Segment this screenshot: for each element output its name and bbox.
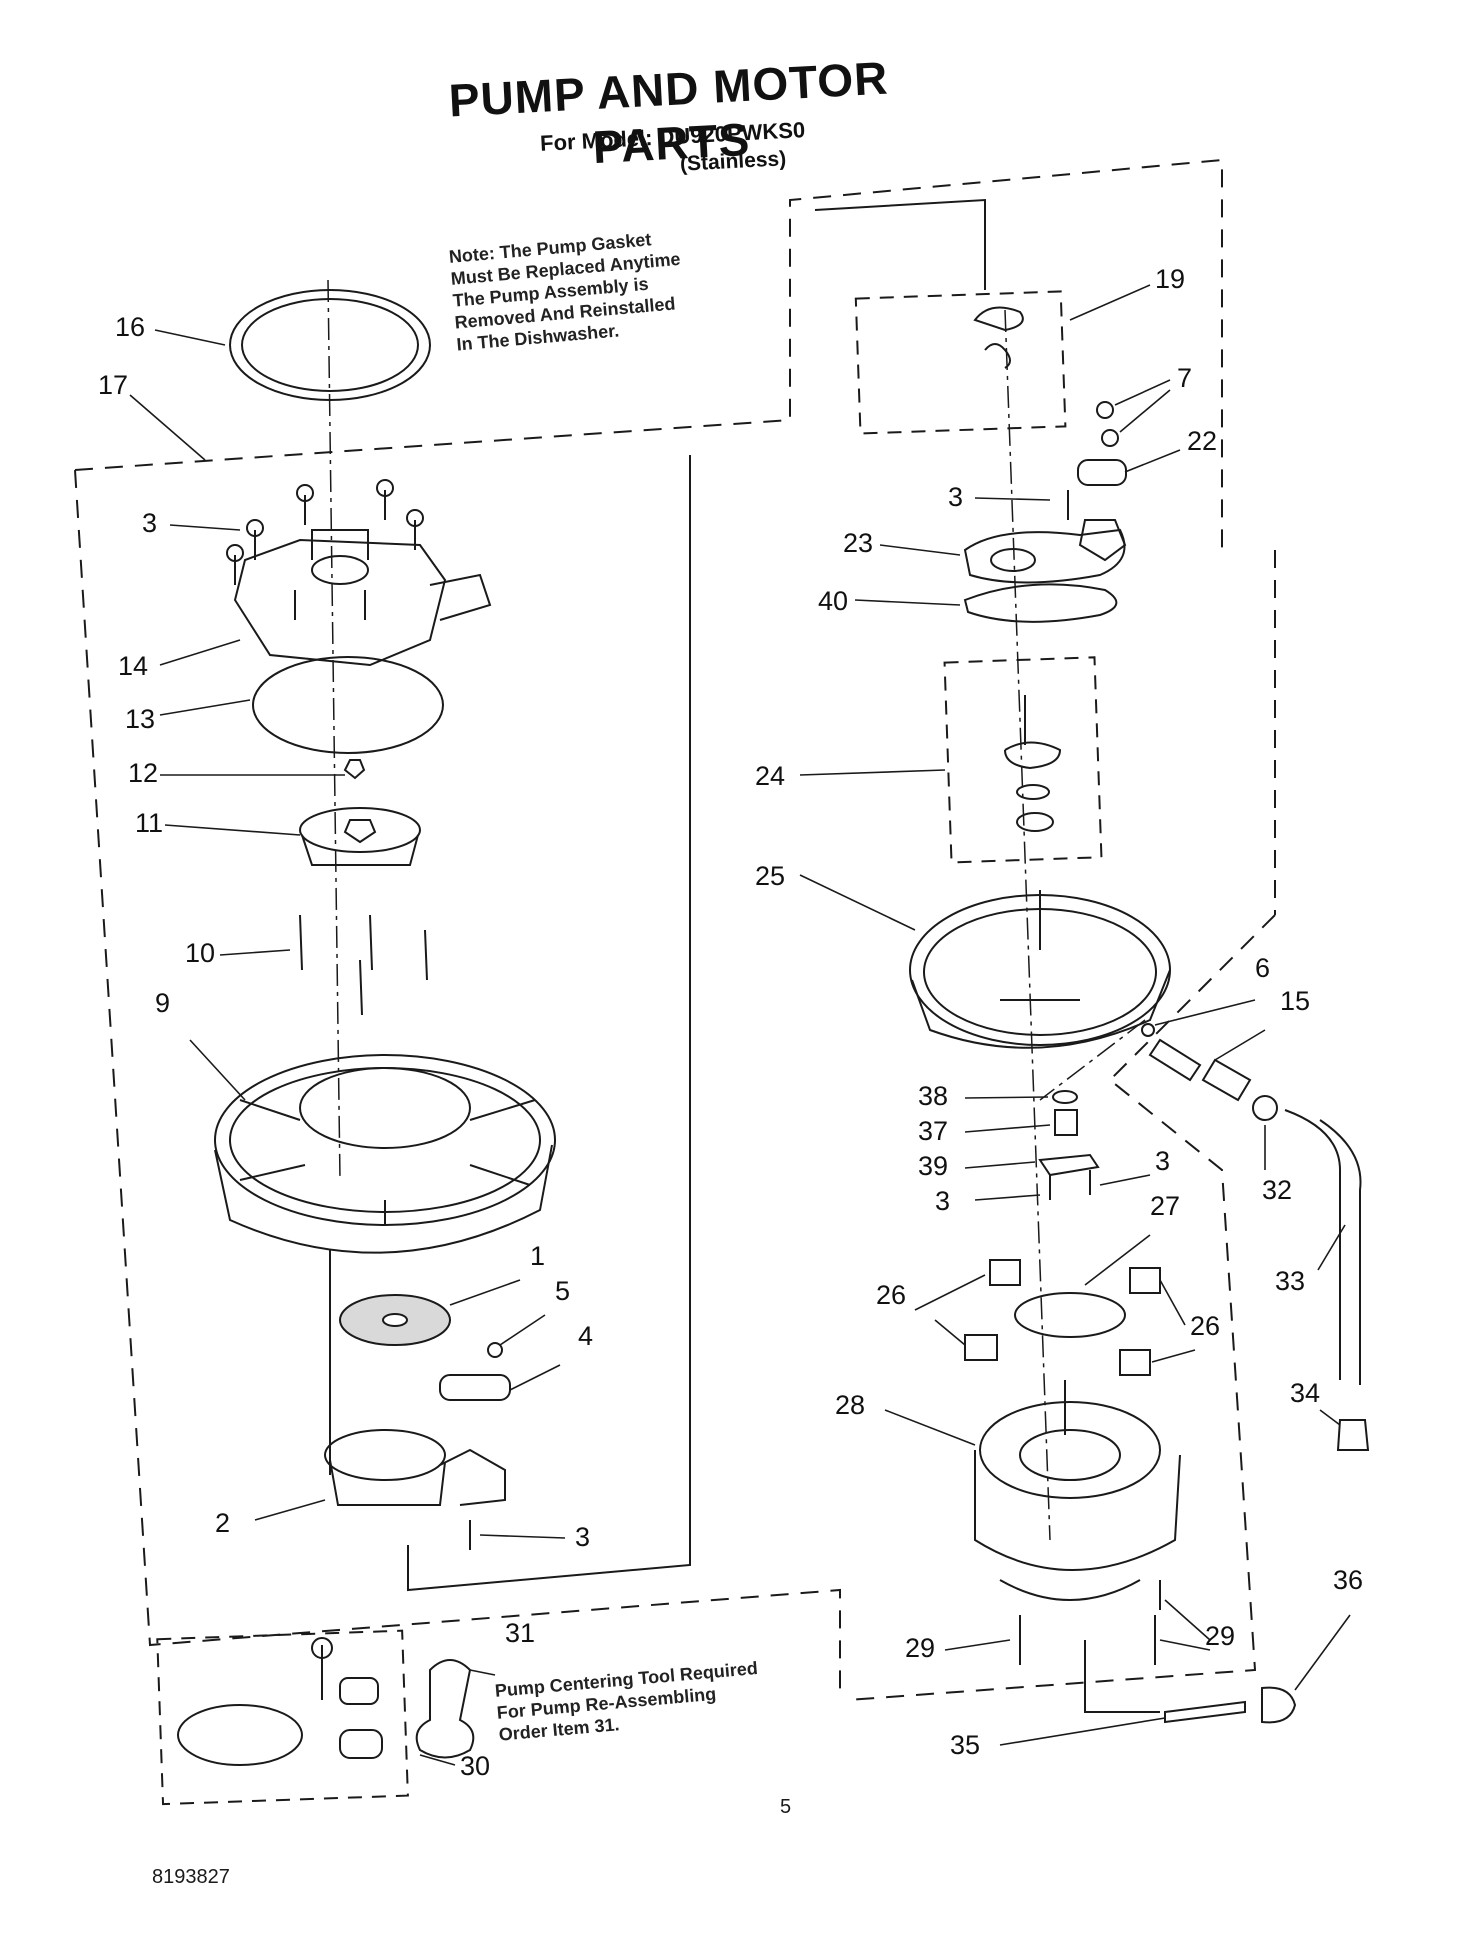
callout-11: 11 [135, 808, 164, 838]
part-38-o-ring [1052, 1090, 1078, 1104]
part-24-seal-kit [1004, 695, 1062, 770]
part-31-tool [415, 1659, 475, 1759]
callout-17: 17 [98, 370, 129, 400]
left-assembly-boundary [74, 158, 1223, 1700]
callout-12: 12 [128, 758, 159, 788]
part-14-pump-cover [233, 538, 447, 667]
part-27-slinger [1014, 1292, 1126, 1338]
right-lower-boundary [847, 914, 1276, 1701]
callout-26: 26 [876, 1280, 907, 1310]
callout-30: 30 [460, 1751, 491, 1781]
callout-35: 35 [950, 1730, 981, 1760]
part-4-gasket [439, 1374, 511, 1401]
part-30-ring [177, 1704, 303, 1766]
part-15-connector [1148, 1038, 1202, 1082]
callout-31: 31 [505, 1618, 536, 1648]
callout-2: 2 [215, 1508, 231, 1538]
kit-30-boundary [156, 1629, 409, 1806]
callout-23: 23 [843, 528, 874, 558]
callout-39: 39 [918, 1151, 949, 1181]
axis-line [1004, 309, 1051, 1541]
connector-line [407, 455, 691, 1592]
axis-line [327, 279, 341, 1181]
callout-5: 5 [555, 1276, 571, 1306]
callout-7: 7 [1177, 363, 1193, 393]
connector-line [1084, 1640, 1160, 1713]
callout-26b: 26 [1190, 1311, 1221, 1341]
part-22-gasket [1077, 459, 1127, 486]
callout-14: 14 [118, 651, 149, 681]
callout-3c: 3 [948, 482, 964, 512]
part-39-plate [1038, 1153, 1100, 1177]
part-36-knob [1261, 1686, 1297, 1724]
callout-4: 4 [578, 1321, 594, 1351]
part-23-plate [963, 528, 1126, 584]
kit-19-boundary [854, 290, 1067, 435]
callout-15: 15 [1280, 986, 1311, 1016]
callout-40: 40 [818, 586, 849, 616]
part-2-housing [324, 1429, 446, 1481]
axis-line [1039, 1019, 1146, 1101]
part-5-ball [487, 1342, 503, 1358]
part-40-gasket [963, 583, 1118, 623]
part-6-o-ring [1141, 1023, 1155, 1037]
callout-16: 16 [115, 312, 146, 342]
callout-32: 32 [1262, 1175, 1293, 1205]
callout-22: 22 [1187, 426, 1218, 456]
part-37-bushing [1054, 1109, 1078, 1136]
document-number: 8193827 [152, 1866, 230, 1888]
part-35-sensor [1164, 1700, 1246, 1724]
page-number: 5 [780, 1796, 792, 1818]
callout-3b: 3 [575, 1522, 591, 1552]
part-9-housing [214, 1054, 556, 1226]
kit-24-boundary [943, 656, 1103, 864]
leader-arrows [129, 284, 1351, 1766]
callout-1: 1 [530, 1241, 546, 1271]
part-10-screws [299, 914, 428, 1016]
part-7-ball [1096, 401, 1114, 419]
callout-28: 28 [835, 1390, 866, 1420]
callout-3e: 3 [935, 1186, 951, 1216]
part-32-clamp [1252, 1095, 1278, 1121]
callout-13: 13 [125, 704, 156, 734]
callout-29b: 29 [1205, 1621, 1236, 1651]
callout-27: 27 [1150, 1191, 1181, 1221]
callout-29: 29 [905, 1633, 936, 1663]
part-12-nut [343, 759, 366, 780]
callout-34: 34 [1290, 1378, 1321, 1408]
callout-9: 9 [155, 988, 171, 1018]
callout-25: 25 [755, 861, 786, 891]
part-33-hose [1284, 1109, 1362, 1385]
callout-19: 19 [1155, 264, 1186, 294]
callout-38: 38 [918, 1081, 949, 1111]
part-29-screws [1019, 1580, 1161, 1665]
callout-10: 10 [185, 938, 216, 968]
part-16-gasket [229, 289, 431, 401]
connector-line [814, 198, 986, 290]
part-3-screws [226, 479, 424, 620]
part-13-o-ring [252, 656, 444, 754]
part-34-cap [1336, 1419, 1370, 1451]
callout-36: 36 [1333, 1565, 1364, 1595]
part-11-impeller [299, 807, 421, 853]
part-26-clip [964, 1259, 1161, 1376]
callout-24: 24 [755, 761, 786, 791]
callout-6: 6 [1255, 953, 1271, 983]
callout-3d: 3 [1155, 1146, 1171, 1176]
callout-3: 3 [142, 508, 158, 538]
callout-37: 37 [918, 1116, 949, 1146]
callout-33: 33 [1275, 1266, 1306, 1296]
part-28-motor [979, 1401, 1161, 1499]
part-19-clip [973, 306, 1024, 332]
